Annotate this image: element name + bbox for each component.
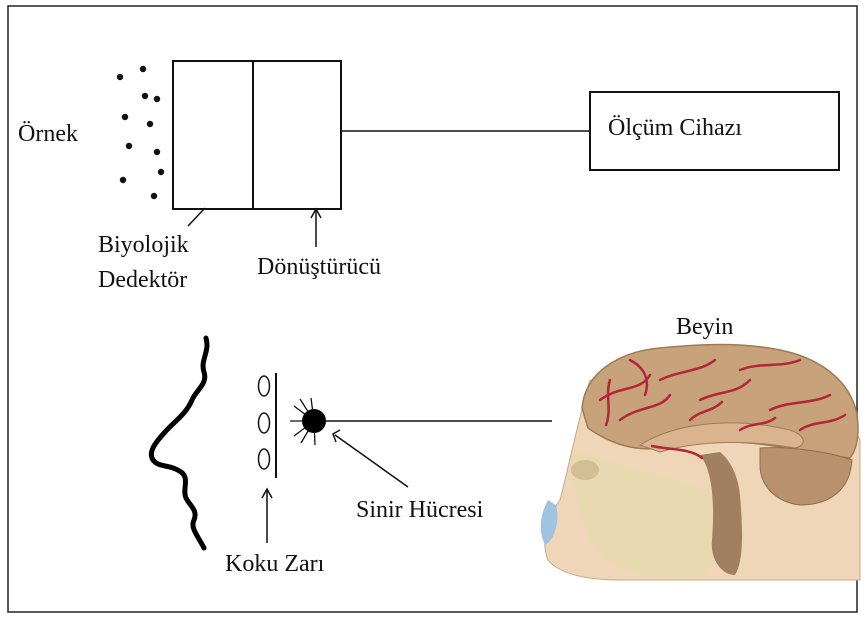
brain-label: Beyin — [676, 313, 733, 342]
transducer-arrow — [311, 209, 321, 247]
olfactory-membrane-label: Koku Zarı — [225, 550, 324, 579]
nerve-cell-arrow — [333, 430, 408, 487]
nerve-cell-label: Sinir Hücresi — [356, 496, 483, 525]
brain-illustration — [541, 345, 860, 581]
transducer-label: Dönüştürücü — [257, 253, 381, 282]
olfactory-membrane-arrow — [262, 489, 272, 543]
nerve-cell-body — [302, 409, 326, 433]
measuring-device-label: Ölçüm Cihazı — [608, 114, 742, 143]
olfactory-cells — [259, 376, 270, 469]
nose-profile — [151, 338, 207, 548]
sample-label: Örnek — [18, 120, 78, 149]
transducer-box — [253, 61, 341, 209]
bio-detector-label-line1: Biyolojik — [98, 231, 189, 260]
biological-detector-box — [173, 61, 253, 209]
sample-particles — [117, 66, 164, 199]
bio-detector-pointer — [188, 208, 205, 226]
bio-detector-label-line2: Dedektör — [98, 266, 187, 295]
